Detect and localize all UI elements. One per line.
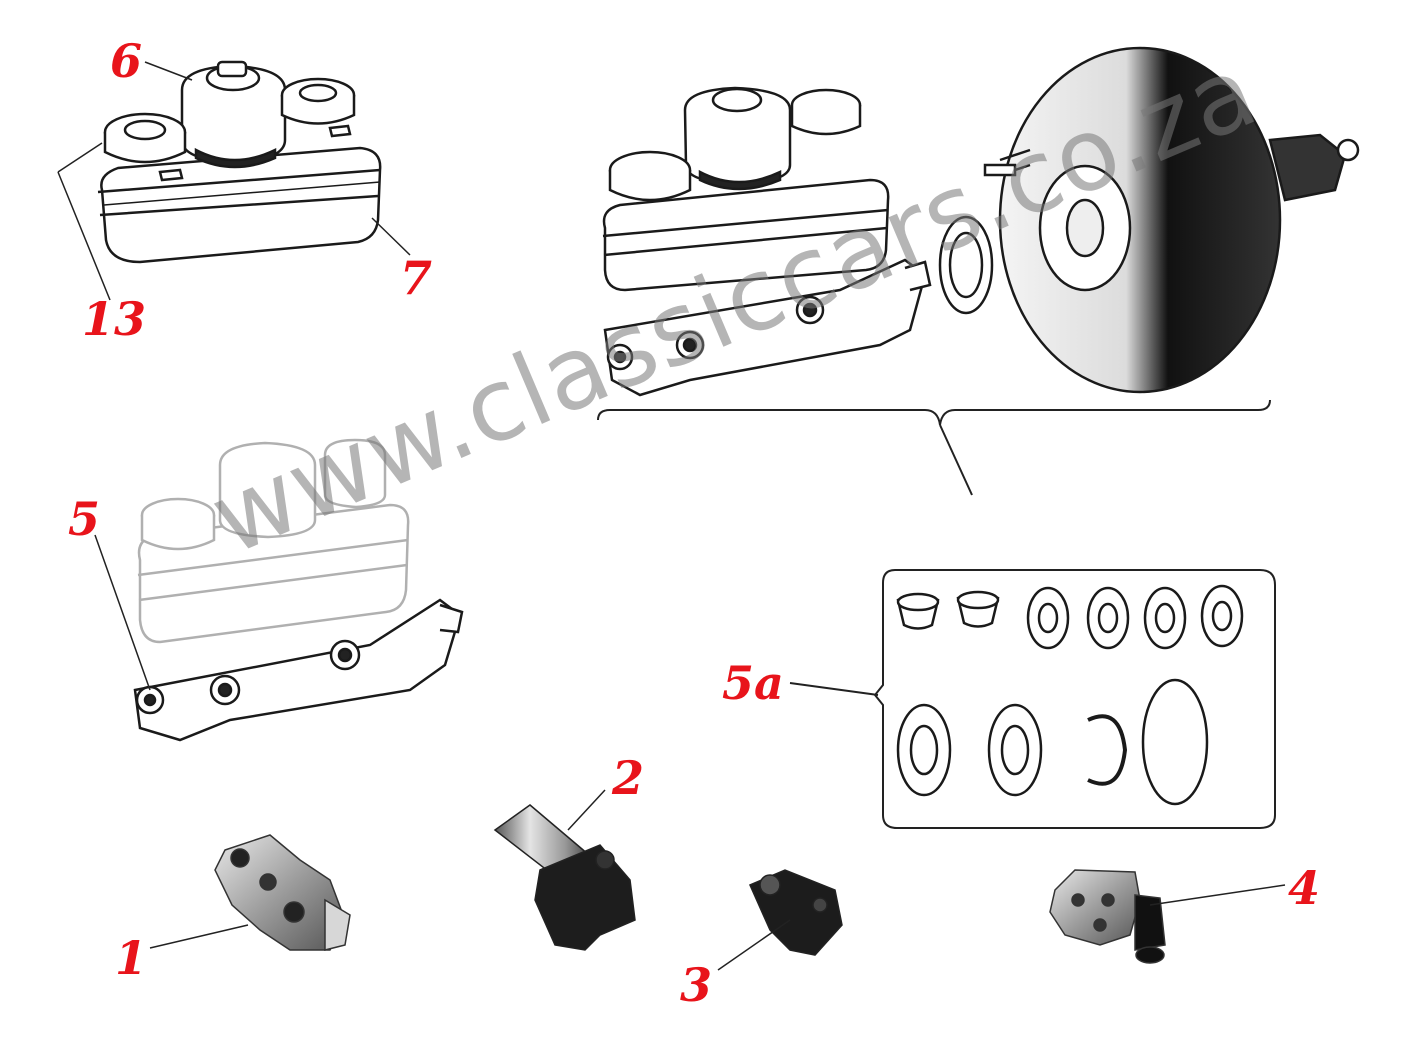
callout-5: 5 bbox=[68, 492, 101, 546]
master-cylinder-faded-drawing bbox=[137, 438, 410, 644]
callout-2: 2 bbox=[612, 751, 645, 805]
part-2-photo bbox=[493, 804, 636, 951]
leader-lines-reservoir bbox=[57, 61, 411, 301]
reservoir-drawing bbox=[97, 60, 382, 264]
bracket-brace bbox=[597, 399, 1271, 496]
callout-13: 13 bbox=[82, 292, 147, 346]
leader-line-3 bbox=[717, 919, 791, 971]
callout-1: 1 bbox=[115, 931, 148, 985]
leader-line-2 bbox=[567, 789, 606, 831]
leader-line-1 bbox=[149, 924, 249, 949]
master-cylinder-booster-drawing bbox=[602, 46, 1360, 397]
callout-4: 4 bbox=[1288, 861, 1321, 915]
callout-5a: 5a bbox=[722, 656, 784, 710]
seal-kit-parts bbox=[896, 584, 1244, 806]
callout-7: 7 bbox=[400, 251, 433, 305]
seal-kit-box bbox=[789, 569, 1276, 829]
master-cylinder-body bbox=[133, 598, 464, 742]
callout-3: 3 bbox=[680, 958, 713, 1012]
part-4-photo bbox=[1049, 869, 1166, 964]
leader-line-4 bbox=[1149, 884, 1286, 906]
part-3-photo bbox=[749, 869, 843, 956]
part-1-photo bbox=[214, 834, 351, 951]
callout-6: 6 bbox=[110, 34, 143, 88]
leader-line-5 bbox=[94, 534, 151, 691]
